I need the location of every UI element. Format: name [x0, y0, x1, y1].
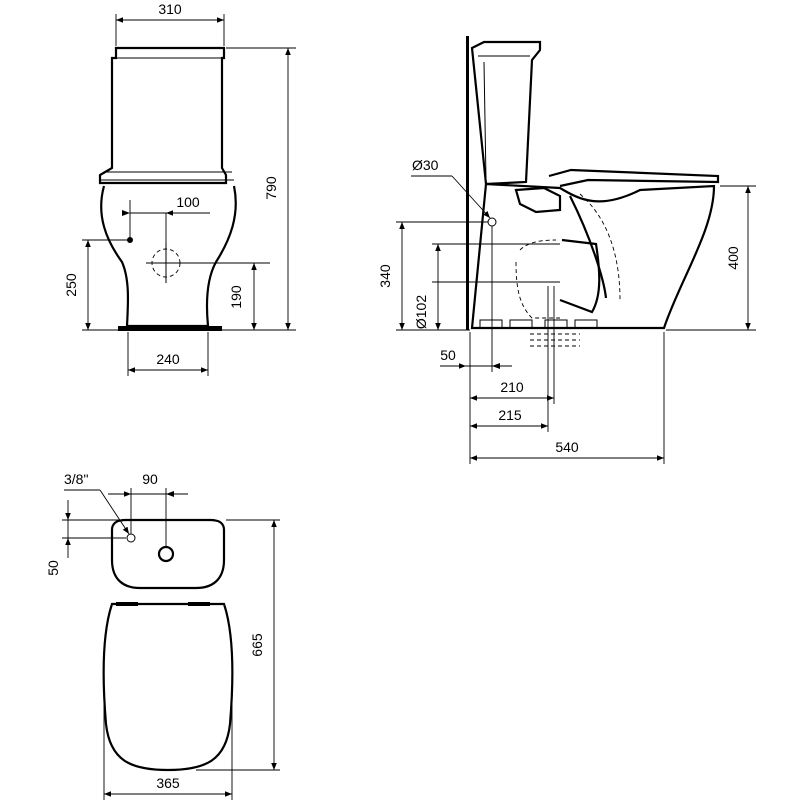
front-bowl: [100, 185, 237, 328]
side-wall: [466, 36, 469, 330]
dim-top-connection-offset: 50: [45, 560, 61, 576]
dim-top-length-total: 665: [249, 633, 265, 657]
dim-side-inlet-setback: 50: [440, 347, 456, 363]
dim-top-connection-size: 3/8": [64, 471, 88, 487]
dim-side-depth-total: 540: [555, 439, 579, 455]
dim-side-outlet-setback-a: 210: [500, 379, 524, 395]
dim-side-outlet-diameter: Ø102: [413, 295, 429, 329]
side-view: Ø30 340 Ø102 400 50 210 215: [377, 36, 756, 464]
top-view: 3/8" 90 50 665 365: [45, 471, 280, 800]
top-cistern: [110, 518, 226, 590]
dim-side-inlet-height: 340: [377, 264, 393, 288]
top-connection-large: [157, 545, 175, 563]
front-cistern: [98, 46, 228, 185]
side-seat: [548, 168, 720, 188]
side-cistern: [470, 40, 542, 186]
top-connection-small: [126, 533, 136, 543]
top-seat: [102, 602, 234, 772]
dim-side-inlet-diameter: Ø30: [412, 157, 439, 173]
dim-front-base-width: 240: [156, 351, 180, 367]
dim-front-outlet-height: 190: [228, 285, 244, 309]
side-inlet-circle: [487, 217, 497, 227]
dim-front-width-top: 310: [158, 1, 182, 17]
dim-side-outlet-setback-b: 215: [498, 407, 522, 423]
side-bowl: [470, 182, 716, 330]
front-view: 310 790 100 250 190 240: [63, 1, 296, 376]
dim-front-inlet-offset: 100: [176, 194, 200, 210]
dim-front-inlet-height: 250: [63, 273, 79, 297]
dim-top-width-total: 365: [156, 775, 180, 791]
dim-side-seat-height: 400: [725, 246, 741, 270]
dim-front-height-total: 790: [263, 176, 279, 200]
dim-top-connection-spacing: 90: [142, 471, 158, 487]
front-base: [118, 326, 222, 331]
